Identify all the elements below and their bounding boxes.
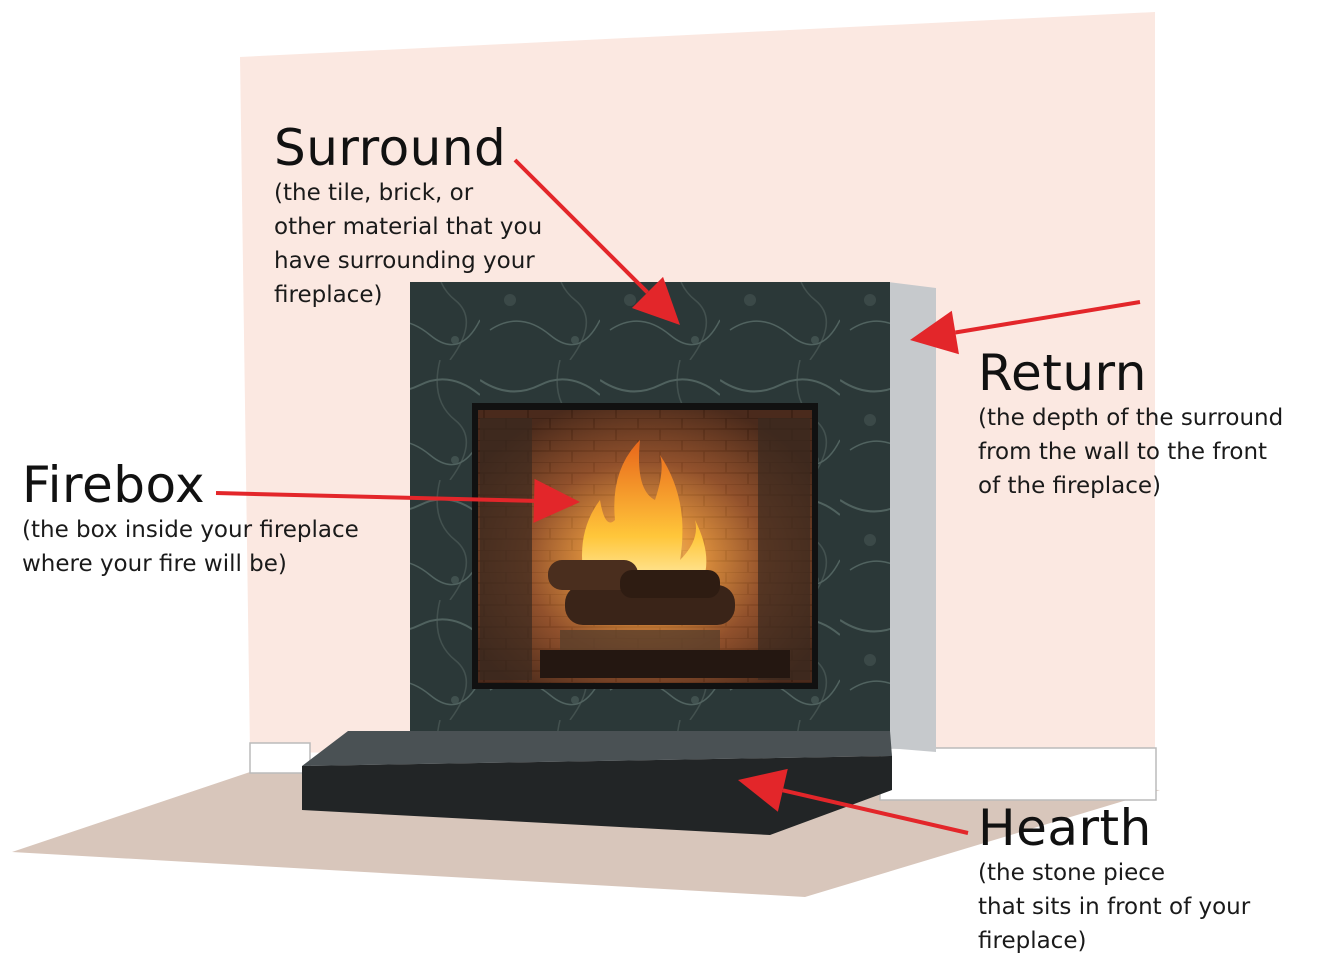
hearth-title: Hearth bbox=[978, 800, 1250, 856]
firebox-desc-line: (the box inside your fireplace bbox=[22, 513, 359, 547]
return-desc-line: (the depth of the surround bbox=[978, 401, 1283, 435]
label-hearth: Hearth (the stone piece that sits in fro… bbox=[978, 800, 1250, 958]
surround-desc-line: other material that you bbox=[274, 210, 542, 244]
surround-desc-line: (the tile, brick, or bbox=[274, 176, 542, 210]
firebox-desc-line: where your fire will be) bbox=[22, 547, 359, 581]
surround-desc-line: have surrounding your bbox=[274, 244, 542, 278]
firebox-title: Firebox bbox=[22, 457, 359, 513]
return-side bbox=[888, 282, 936, 752]
surround-desc-line: fireplace) bbox=[274, 278, 542, 312]
hearth-desc-line: fireplace) bbox=[978, 924, 1250, 958]
firebox bbox=[472, 403, 818, 689]
return-title: Return bbox=[978, 345, 1283, 401]
return-desc-line: of the fireplace) bbox=[978, 469, 1283, 503]
label-surround: Surround (the tile, brick, or other mate… bbox=[274, 120, 542, 312]
label-firebox: Firebox (the box inside your fireplace w… bbox=[22, 457, 359, 581]
surround-title: Surround bbox=[274, 120, 542, 176]
hearth-desc-line: (the stone piece bbox=[978, 856, 1250, 890]
label-return: Return (the depth of the surround from t… bbox=[978, 345, 1283, 503]
hearth-desc-line: that sits in front of your bbox=[978, 890, 1250, 924]
return-desc-line: from the wall to the front bbox=[978, 435, 1283, 469]
